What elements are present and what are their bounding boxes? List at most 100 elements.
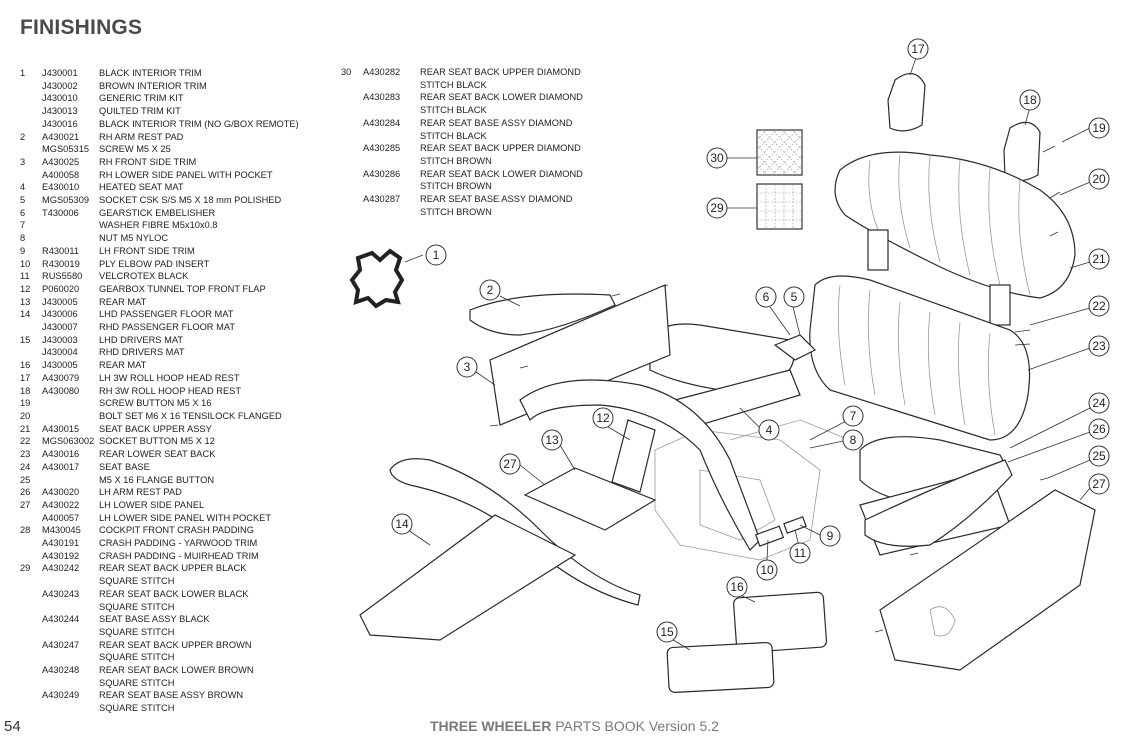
part-description: REAR LOWER SEAT BACK — [99, 449, 216, 460]
part-description: STITCH BROWN — [420, 181, 492, 192]
seat-base-left — [649, 323, 795, 393]
item-number: 10 — [20, 258, 31, 269]
svg-text:5: 5 — [791, 290, 798, 304]
parts-list-row: STITCH BROWN — [341, 206, 583, 219]
part-code: M430045 — [42, 525, 81, 536]
part-description: REAR SEAT BACK UPPER BROWN — [99, 639, 252, 650]
gearstick-embelisher — [773, 334, 817, 361]
callout-2: 2 — [479, 279, 501, 301]
part-description: REAR SEAT BACK UPPER DIAMOND — [420, 143, 581, 154]
parts-list-row: SQUARE STITCH — [20, 702, 299, 715]
part-description: GENERIC TRIM KIT — [99, 93, 184, 104]
callout-10: 10 — [756, 559, 778, 581]
item-number: 26 — [20, 487, 31, 498]
item-number: 24 — [20, 461, 31, 472]
callout-21: 21 — [1088, 248, 1110, 270]
part-description: REAR SEAT BASE ASSY DIAMOND — [420, 194, 573, 205]
part-code: J430003 — [42, 334, 78, 345]
part-code: A430016 — [42, 449, 80, 460]
part-description: STITCH BLACK — [420, 79, 487, 90]
item-number: 11 — [20, 271, 30, 282]
part-description: SQUARE STITCH — [99, 703, 175, 714]
svg-text:16: 16 — [730, 580, 744, 594]
passenger-floor-mat — [359, 514, 577, 641]
part-description: COCKPIT FRONT CRASH PADDING — [99, 525, 254, 536]
part-description: BLACK INTERIOR TRIM — [99, 68, 202, 78]
part-code: A430021 — [42, 131, 80, 142]
part-description: CRASH PADDING - YARWOOD TRIM — [99, 538, 258, 549]
part-code: A430285 — [363, 143, 401, 154]
parts-list-row: SQUARE STITCH — [20, 601, 299, 614]
callout-8: 8 — [842, 429, 864, 451]
part-code: R430011 — [42, 245, 80, 256]
part-code: J430002 — [42, 80, 78, 91]
part-code: A430247 — [42, 639, 80, 650]
part-description: REAR MAT — [99, 296, 147, 307]
svg-text:26: 26 — [1092, 422, 1106, 436]
part-description: SQUARE STITCH — [99, 576, 175, 587]
part-description: SCREW M5 X 25 — [99, 144, 171, 155]
part-code: A430286 — [363, 168, 401, 179]
book-title-bold: THREE WHEELER — [430, 718, 552, 734]
part-description: RHD DRIVERS MAT — [99, 347, 185, 358]
callout-19: 19 — [1088, 117, 1110, 139]
item-number: 5 — [20, 195, 26, 206]
part-description: RHD PASSENGER FLOOR MAT — [99, 322, 236, 333]
svg-text:30: 30 — [710, 151, 724, 165]
svg-text:18: 18 — [1023, 93, 1037, 107]
part-code: E430010 — [42, 182, 80, 193]
item-number: 7 — [20, 220, 26, 231]
callout-27-right: 27 — [1088, 473, 1110, 495]
callout-4: 4 — [758, 419, 780, 441]
part-description: SEAT BASE — [99, 461, 150, 472]
rear-mat-13 — [523, 467, 657, 531]
part-description: RH LOWER SIDE PANEL WITH POCKET — [99, 169, 273, 180]
rh-headrest — [1003, 121, 1041, 182]
svg-text:23: 23 — [1092, 339, 1106, 353]
svg-text:12: 12 — [596, 411, 610, 425]
part-description: SEAT BACK UPPER ASSY — [99, 423, 212, 434]
part-description: REAR SEAT BACK UPPER BLACK — [99, 563, 247, 574]
parts-list-row: STITCH BROWN — [341, 155, 583, 168]
item-number: 9 — [20, 245, 26, 256]
part-code: A430015 — [42, 423, 80, 434]
svg-text:20: 20 — [1092, 172, 1106, 186]
callout-29: 29 — [706, 197, 728, 219]
svg-text:1: 1 — [433, 248, 440, 262]
item-number: 3 — [20, 156, 26, 167]
lh-arm-rest-pad — [864, 459, 1013, 547]
part-description: SQUARE STITCH — [99, 677, 175, 688]
item-number: 23 — [20, 449, 31, 460]
part-code: A430080 — [42, 385, 80, 396]
callout-13: 13 — [541, 429, 563, 451]
callout-1: 1 — [425, 244, 447, 266]
part-description: SQUARE STITCH — [99, 652, 175, 663]
part-description: SEAT BASE ASSY BLACK — [99, 614, 210, 625]
part-code: A400057 — [42, 512, 80, 523]
